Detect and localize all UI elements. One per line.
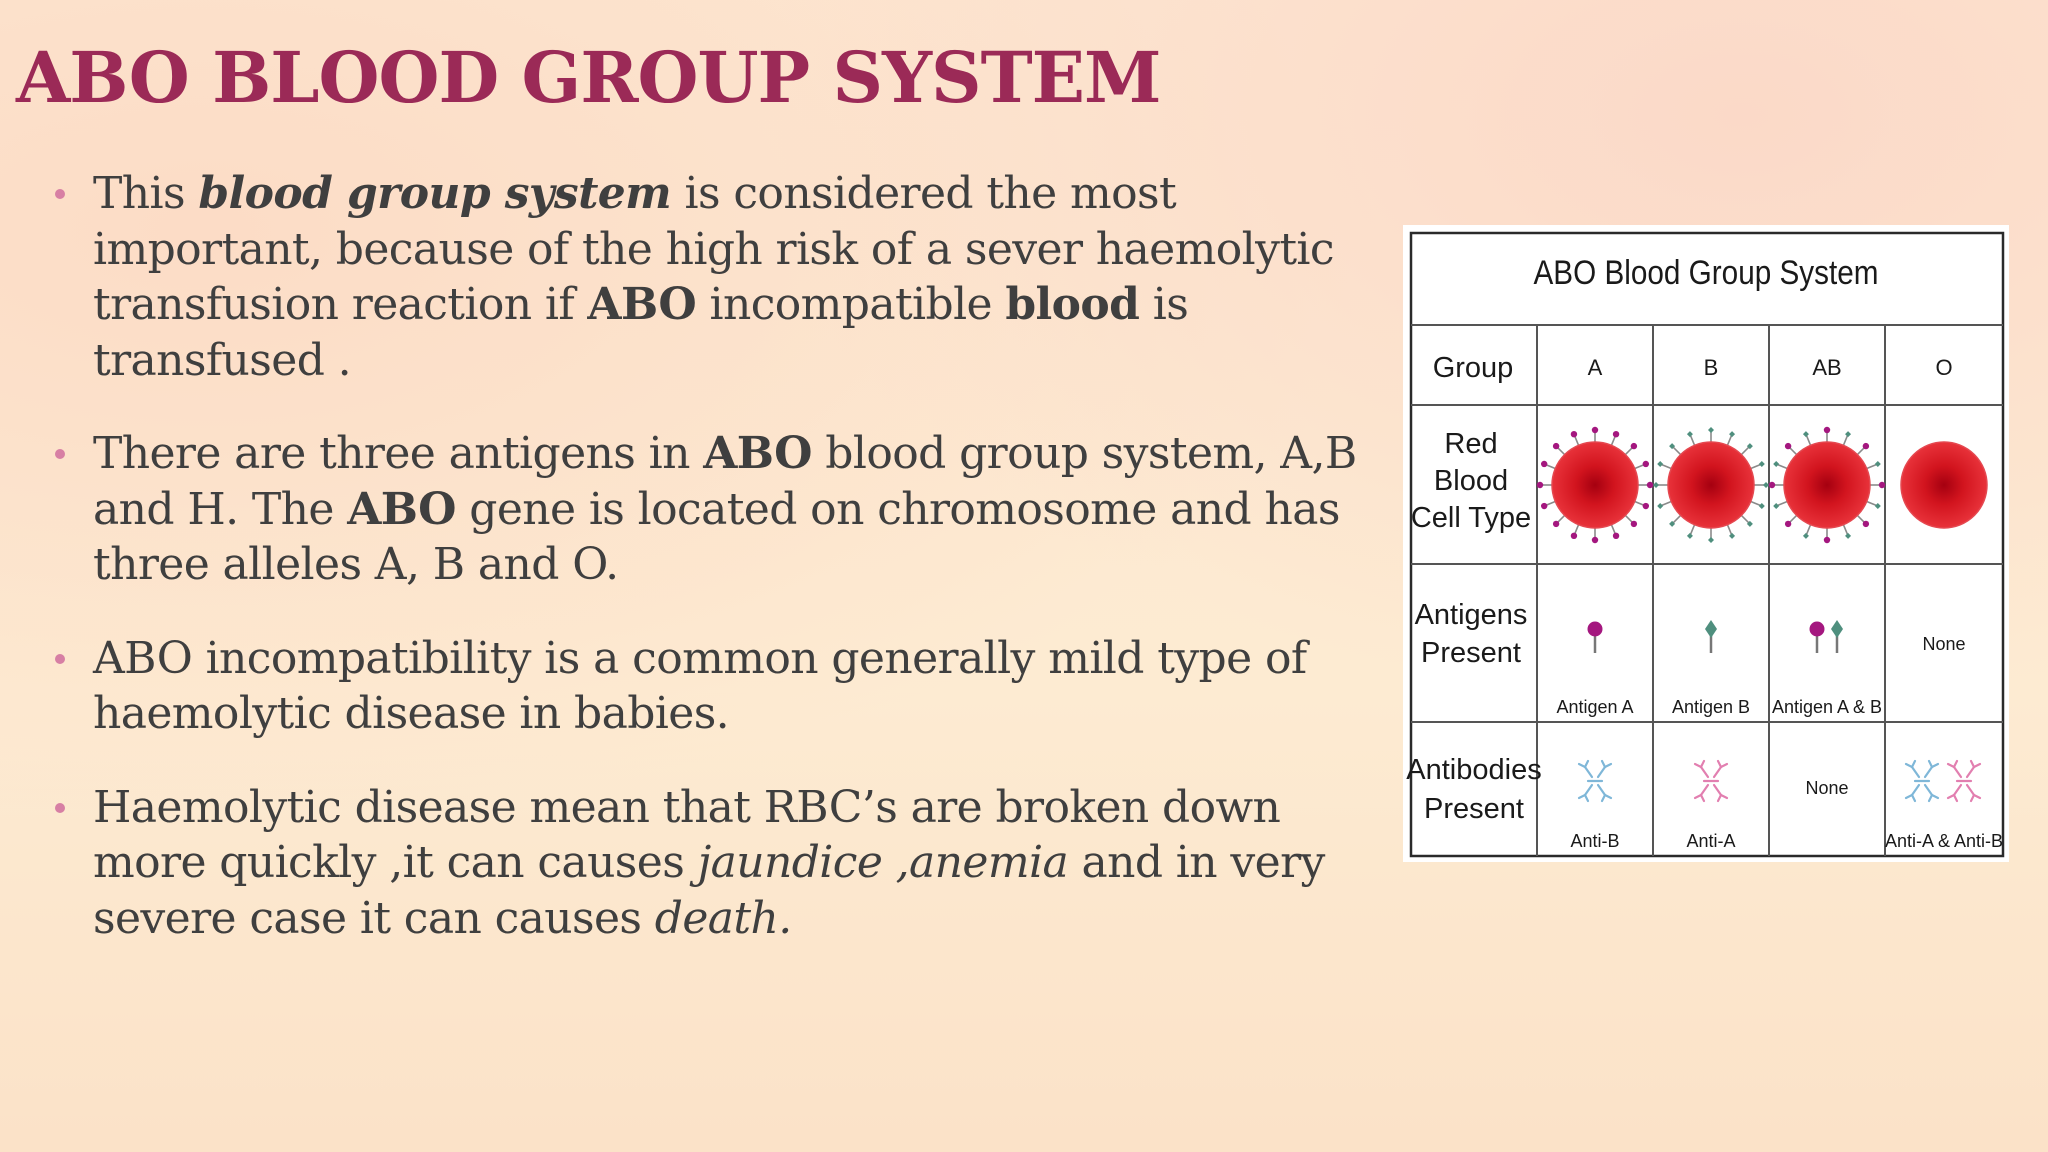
abo-blood-group-table-figure: ABO Blood Group System Group Red Blood C… — [1403, 225, 2009, 862]
abo-table-graphic: ABO Blood Group System Group Red Blood C… — [1406, 231, 2005, 858]
text-run: is considered the most — [671, 168, 1177, 219]
row-label-rbc-2: Blood — [1434, 465, 1508, 497]
group-header-ab: AB — [1812, 355, 1841, 380]
antigen-caption: Antigen A & B — [1772, 697, 1882, 717]
slide-title: ABO BLOOD GROUP SYSTEM — [16, 36, 1162, 119]
bullet-line: haemolytic disease in babies. — [93, 686, 1352, 742]
text-run: incompatible — [696, 279, 1006, 330]
anti-b-antibody-icon — [1577, 759, 1613, 803]
text-run: transfused . — [93, 334, 352, 386]
group-header-b: B — [1704, 355, 1719, 380]
anti-b-antibody-icon — [1904, 759, 1940, 803]
text-run: blood group system, A,B — [811, 428, 1357, 479]
bullet-line: severe case it can causes death. — [93, 891, 1352, 947]
antigen-caption: Antigen A — [1556, 697, 1633, 717]
bullet-line: There are three antigens in ABO blood gr… — [93, 426, 1357, 482]
figure-title: ABO Blood Group System — [1534, 254, 1879, 292]
antibody-caption: Anti-A & Anti-B — [1885, 831, 2003, 851]
row-label-rbc-3: Cell Type — [1411, 502, 1531, 534]
bullet-item: This blood group system is considered th… — [52, 166, 1352, 388]
bullet-line: important, because of the high risk of a… — [93, 222, 1352, 278]
row-label-antigens-1: Antigens — [1415, 599, 1528, 631]
bullet-item: ABO incompatibility is a common generall… — [52, 631, 1352, 742]
anti-a-antibody-icon — [1946, 759, 1982, 803]
antigen-caption: Antigen B — [1672, 697, 1750, 717]
text-run: three alleles A, B and O. — [93, 539, 619, 590]
bullet-line: transfusion reaction if ABO incompatible… — [93, 277, 1352, 333]
text-run: ABO incompatibility is a common generall… — [93, 632, 1307, 684]
text-run: Haemolytic disease mean that RBC’s are b… — [93, 781, 1281, 833]
text-run: important, because of the high risk of a… — [93, 223, 1335, 275]
text-run: blood — [1005, 279, 1140, 330]
text-run: is — [1139, 279, 1189, 330]
text-run: blood group system — [198, 168, 672, 219]
bullet-list: This blood group system is considered th… — [52, 166, 1357, 947]
group-header-a: A — [1588, 355, 1603, 380]
row-label-rbc-1: Red — [1444, 428, 1497, 460]
antigen-b-icon — [1705, 620, 1717, 653]
antibody-caption: None — [1805, 778, 1848, 798]
row-label-group: Group — [1433, 352, 1514, 384]
antigen-a-icon — [1587, 621, 1603, 653]
text-run: and H. The — [93, 483, 348, 535]
antibody-caption: Anti-A — [1686, 831, 1735, 851]
antigen-a-icon — [1809, 621, 1825, 653]
text-run: This — [93, 168, 199, 219]
text-run: ABO — [703, 428, 812, 479]
text-run: ABO — [347, 483, 456, 535]
group-header-o: O — [1935, 355, 1952, 380]
text-run: gene is located on chromosome and has — [455, 483, 1340, 535]
row-label-antibodies-1: Antibodies — [1406, 754, 1541, 786]
bullet-item: There are three antigens in ABO blood gr… — [52, 426, 1357, 593]
bullet-item: Haemolytic disease mean that RBC’s are b… — [52, 780, 1352, 947]
antigen-b-icon — [1831, 620, 1843, 653]
antigen-caption: None — [1922, 634, 1965, 654]
text-run: transfusion reaction if — [93, 279, 588, 330]
bullet-line: This blood group system is considered th… — [93, 166, 1352, 222]
bullet-line: more quickly ,it can causes jaundice ,an… — [93, 835, 1352, 891]
bullet-line: Haemolytic disease mean that RBC’s are b… — [93, 780, 1352, 836]
bullet-line: ABO incompatibility is a common generall… — [93, 631, 1352, 687]
text-run: haemolytic disease in babies. — [93, 688, 730, 739]
rbc-ab-icon — [1768, 426, 1886, 544]
rbc-b-icon — [1653, 427, 1769, 543]
row-label-antibodies-2: Present — [1424, 793, 1524, 825]
text-run: more quickly ,it can causes — [93, 837, 698, 888]
text-run: severe case it can causes — [93, 892, 655, 944]
bullet-line: transfused . — [93, 333, 1352, 389]
bullet-line: three alleles A, B and O. — [93, 537, 1352, 593]
text-run: There are three antigens in — [93, 428, 704, 479]
anti-a-antibody-icon — [1693, 759, 1729, 803]
rbc-o-icon — [1900, 441, 1988, 529]
rbc-a-icon — [1536, 426, 1654, 544]
bullet-line: and H. The ABO gene is located on chromo… — [93, 482, 1352, 538]
row-label-antigens-2: Present — [1421, 637, 1521, 669]
text-run: ABO — [587, 279, 697, 330]
text-run: death. — [654, 892, 792, 944]
text-run: and in very — [1068, 837, 1325, 888]
text-run: jaundice ,anemia — [697, 837, 1069, 888]
antibody-caption: Anti-B — [1570, 831, 1619, 851]
